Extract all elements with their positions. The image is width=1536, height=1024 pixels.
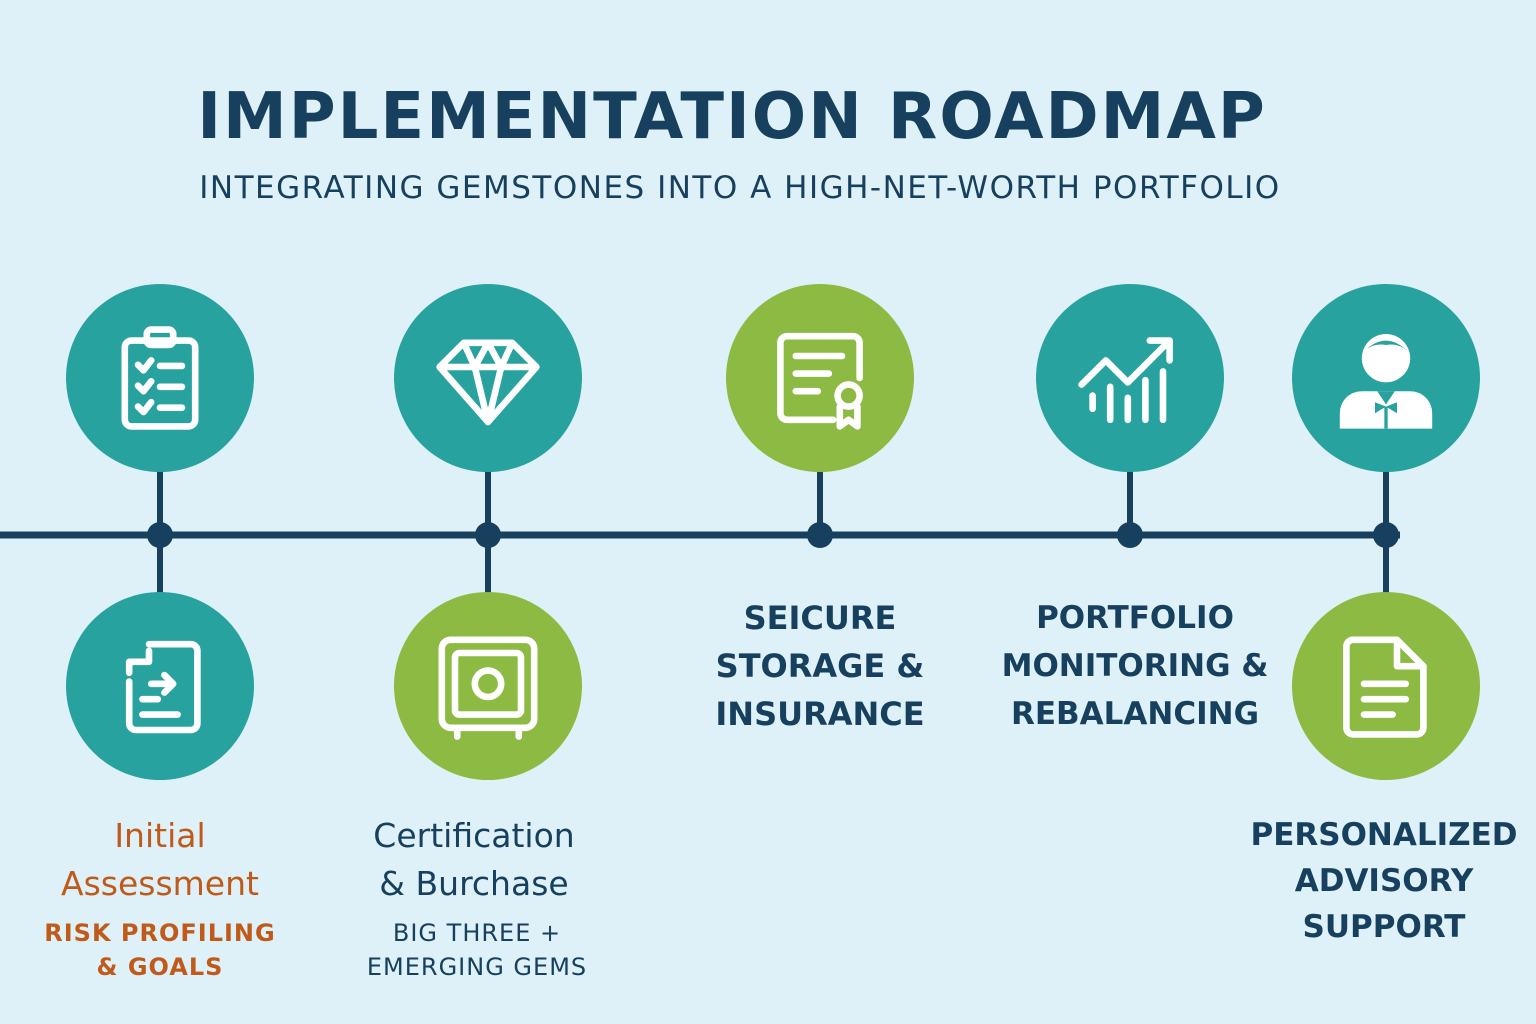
step-certification-line1: Certification [373,816,575,855]
report-document-icon [1343,636,1427,738]
step-certification-sub1: BIG THREE + [392,919,562,947]
step-monitoring-title: PORTFOLIO MONITORING & REBALANCING [990,594,1280,738]
document-transfer-icon [125,640,201,734]
step-advisory-line2: ADVISORY [1294,863,1474,899]
step-storage-line3: INSURANCE [715,695,925,733]
step-storage-line2: STORAGE & [715,647,925,685]
step-initial-subtitle: RISK PROFILING & GOALS [10,916,310,984]
page-subtitle: INTEGRATING GEMSTONES INTO A HIGH-NET-WO… [199,170,1281,206]
timeline-node-2 [475,522,501,548]
step-advisory-title: PERSONALIZED ADVISORY SUPPORT [1236,812,1532,950]
timeline-node-3 [807,522,833,548]
growth-chart-icon [1078,337,1173,424]
step-certification-lower-circle [394,592,582,780]
step-monitoring-line3: REBALANCING [1010,696,1260,732]
timeline-node-1 [147,522,173,548]
step-advisory-lower-circle [1292,592,1480,780]
step-advisory-circle [1292,284,1480,472]
step-monitoring-line1: PORTFOLIO [1036,600,1234,636]
step-initial-line1: Initial [114,816,206,855]
step-initial-circle [66,284,254,472]
timeline-node-4 [1117,522,1143,548]
step-monitoring-circle [1036,284,1224,472]
step-initial-title: Initial Assessment [10,812,310,908]
step-storage-line1: SEICURE [743,599,897,637]
step-certification-line2: & Burchase [379,864,569,903]
diamond-icon [436,339,540,426]
step-monitoring-line2: MONITORING & [1001,648,1269,684]
step-certification-subtitle: BIG THREE + EMERGING GEMS [324,916,630,984]
advisor-person-icon [1339,334,1433,429]
timeline-node-5 [1373,522,1399,548]
step-storage-title: SEICURE STORAGE & INSURANCE [680,594,960,738]
step-initial-sub2: & GOALS [96,953,224,981]
step-certification-circle [394,284,582,472]
step-advisory-line1: PERSONALIZED [1250,817,1518,853]
safe-icon [438,636,538,740]
step-initial-lower-circle [66,592,254,780]
step-initial-line2: Assessment [61,864,259,903]
step-advisory-line3: SUPPORT [1302,909,1466,945]
step-storage-circle [726,284,914,472]
step-certification-title: Certification & Burchase [324,812,624,908]
step-initial-sub1: RISK PROFILING [44,919,276,947]
checklist-clipboard-icon [121,326,199,430]
certificate-icon [777,332,863,430]
step-certification-sub2: EMERGING GEMS [366,953,588,981]
page-title: IMPLEMENTATION ROADMAP [197,80,1267,154]
